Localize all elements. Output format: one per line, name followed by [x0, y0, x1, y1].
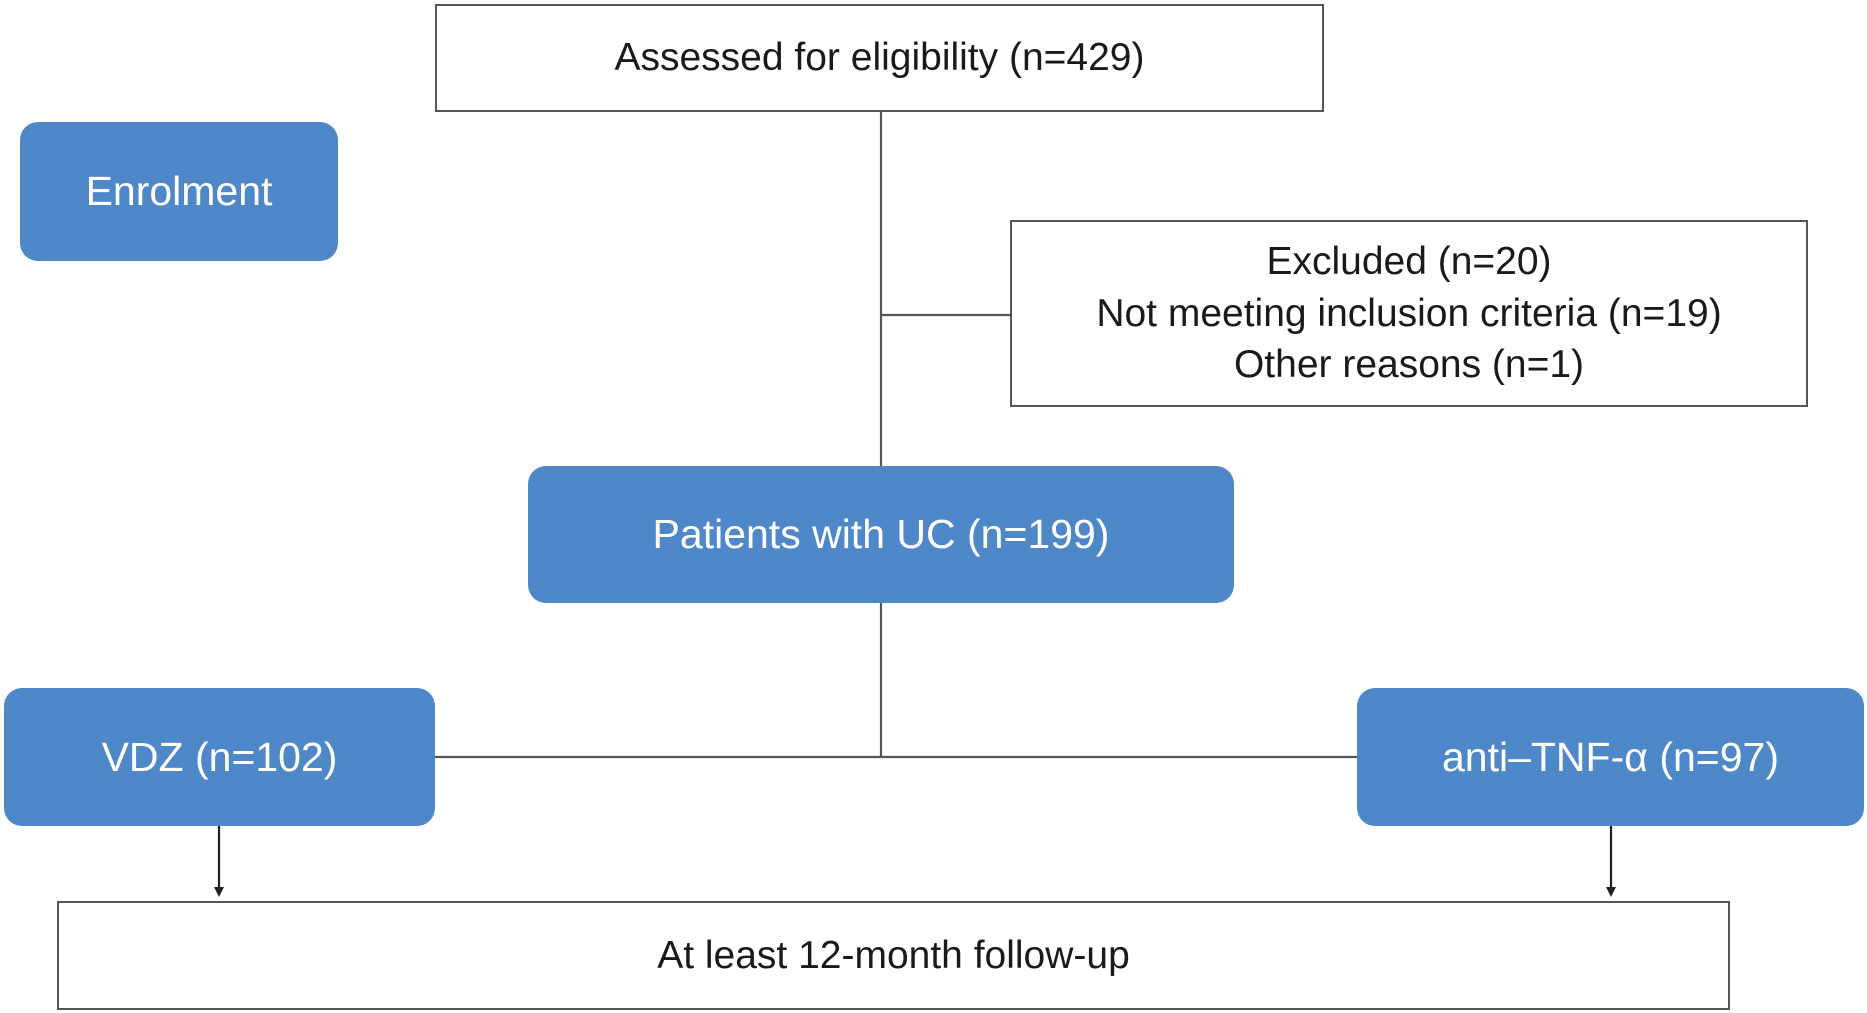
excluded-box: Excluded (n=20) Not meeting inclusion cr… [1010, 220, 1808, 407]
follow-up-box: At least 12-month follow-up [57, 901, 1730, 1010]
assessed-box: Assessed for eligibility (n=429) [435, 4, 1324, 112]
anti-tnf-box: anti–TNF-α (n=97) [1357, 688, 1864, 826]
excluded-line-1: Excluded (n=20) [1266, 240, 1552, 284]
patients-box: Patients with UC (n=199) [528, 466, 1234, 603]
assessed-label: Assessed for eligibility (n=429) [614, 36, 1145, 80]
vdz-label: VDZ (n=102) [101, 733, 338, 780]
excluded-line-2: Not meeting inclusion criteria (n=19) [1096, 291, 1722, 335]
enrolment-label: Enrolment [85, 168, 273, 215]
enrolment-box: Enrolment [20, 122, 338, 261]
follow-up-label: At least 12-month follow-up [657, 933, 1130, 977]
vdz-box: VDZ (n=102) [4, 688, 435, 826]
anti-tnf-label: anti–TNF-α (n=97) [1441, 733, 1779, 780]
patients-label: Patients with UC (n=199) [652, 511, 1110, 558]
excluded-line-3: Other reasons (n=1) [1233, 343, 1585, 387]
